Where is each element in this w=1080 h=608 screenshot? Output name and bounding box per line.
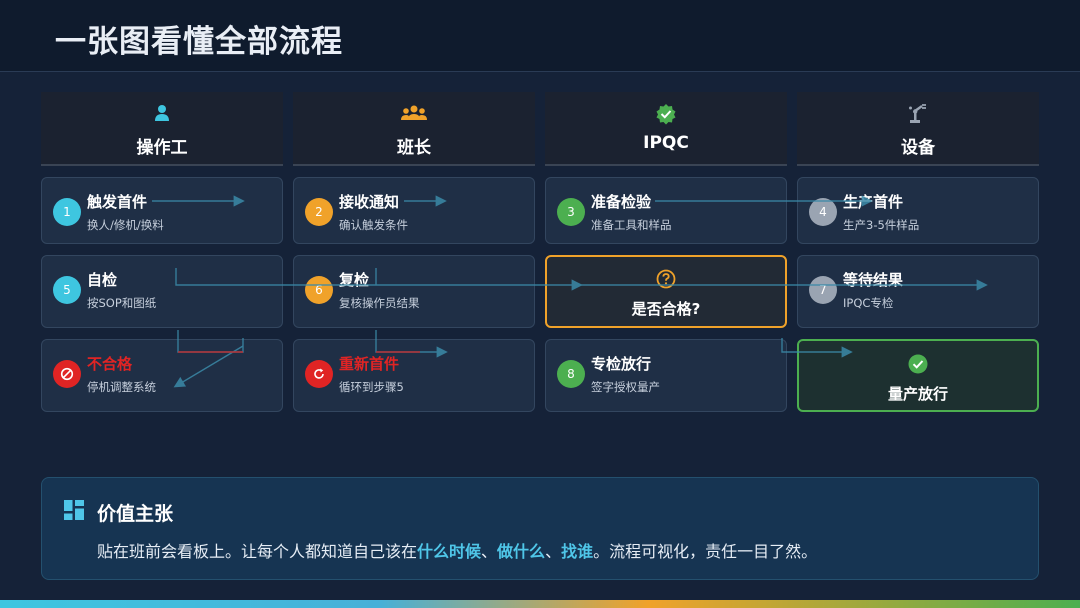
fail-subtitle: 停机调整系统 <box>87 380 156 394</box>
fail-card: 不合格 停机调整系统 <box>41 339 283 412</box>
step-subtitle: 确认触发条件 <box>339 218 408 232</box>
value-highlight-who: 找谁 <box>561 542 594 561</box>
step-title: 准备检验 <box>591 193 652 211</box>
column-label: IPQC <box>643 133 689 153</box>
step-subtitle: 签字授权量产 <box>591 380 660 394</box>
step-card-5: 5 自检 按SOP和图纸 <box>41 255 283 328</box>
step-card-6: 6 复检 复核操作员结果 <box>293 255 535 328</box>
check-circle-icon <box>799 354 1037 374</box>
user-icon <box>41 103 283 125</box>
value-highlight-when: 什么时候 <box>417 542 482 561</box>
step-number-badge: 8 <box>557 360 585 388</box>
step-subtitle: 生产3-5件样品 <box>843 218 920 232</box>
column-header-team-leader: 班长 <box>293 92 535 166</box>
team-icon <box>293 103 535 125</box>
step-card-1: 1 触发首件 换人/修机/换料 <box>41 177 283 244</box>
step-title: 复检 <box>339 271 370 289</box>
value-separator: 、 <box>545 542 562 561</box>
step-number-badge: 1 <box>53 198 81 226</box>
step-subtitle: 按SOP和图纸 <box>87 296 157 310</box>
release-card: 量产放行 <box>797 339 1039 412</box>
value-text-part: 。流程可视化，责任一目了然。 <box>593 542 818 561</box>
redo-subtitle: 循环到步骤5 <box>339 380 404 394</box>
column-header-ipqc: IPQC <box>545 92 787 166</box>
step-number-badge: 6 <box>305 276 333 304</box>
step-number-badge: 4 <box>809 198 837 226</box>
step-number-badge: 3 <box>557 198 585 226</box>
column-label: 班长 <box>397 138 431 158</box>
step-card-8: 8 专检放行 签字授权量产 <box>545 339 787 412</box>
decision-card: 是否合格? <box>545 255 787 328</box>
question-icon <box>547 269 785 289</box>
step-title: 触发首件 <box>87 193 148 211</box>
step-card-7: 7 等待结果 IPQC专检 <box>797 255 1039 328</box>
step-card-4: 4 生产首件 生产3-5件样品 <box>797 177 1039 244</box>
step-title: 专检放行 <box>591 355 652 373</box>
step-title: 接收通知 <box>339 193 400 211</box>
step-title: 自检 <box>87 271 118 289</box>
title-bar: 一张图看懂全部流程 <box>0 0 1080 72</box>
bottom-gradient-bar <box>0 600 1080 608</box>
verified-badge-icon <box>545 103 787 125</box>
step-number-badge: 2 <box>305 198 333 226</box>
step-title: 等待结果 <box>843 271 904 289</box>
robot-arm-icon <box>797 103 1039 125</box>
column-header-equipment: 设备 <box>797 92 1039 166</box>
step-number-badge: 5 <box>53 276 81 304</box>
release-label: 量产放行 <box>887 385 948 403</box>
decision-label: 是否合格? <box>631 300 701 318</box>
column-header-operator: 操作工 <box>41 92 283 166</box>
value-separator: 、 <box>481 542 498 561</box>
value-highlight-what: 做什么 <box>497 542 546 561</box>
fail-title: 不合格 <box>87 355 133 373</box>
value-text: 贴在班前会看板上。让每个人都知道自己该在什么时候、做什么、找谁。流程可视化，责任… <box>97 538 817 562</box>
column-label: 设备 <box>901 138 935 158</box>
step-title: 生产首件 <box>843 193 904 211</box>
step-card-2: 2 接收通知 确认触发条件 <box>293 177 535 244</box>
step-subtitle: IPQC专检 <box>843 296 894 310</box>
redo-title: 重新首件 <box>339 355 400 373</box>
step-subtitle: 换人/修机/换料 <box>87 218 164 232</box>
dashboard-icon <box>63 499 85 525</box>
redo-card: 重新首件 循环到步骤5 <box>293 339 535 412</box>
block-icon <box>53 360 81 388</box>
column-label: 操作工 <box>136 138 188 158</box>
value-title: 价值主张 <box>97 503 174 525</box>
redo-icon <box>305 360 333 388</box>
value-text-part: 贴在班前会看板上。让每个人都知道自己该在 <box>97 542 418 561</box>
step-card-3: 3 准备检验 准备工具和样品 <box>545 177 787 244</box>
step-number-badge: 7 <box>809 276 837 304</box>
step-subtitle: 准备工具和样品 <box>591 218 672 232</box>
page-title: 一张图看懂全部流程 <box>55 24 343 60</box>
value-proposition-panel: 价值主张 贴在班前会看板上。让每个人都知道自己该在什么时候、做什么、找谁。流程可… <box>41 477 1039 580</box>
step-subtitle: 复核操作员结果 <box>339 296 420 310</box>
